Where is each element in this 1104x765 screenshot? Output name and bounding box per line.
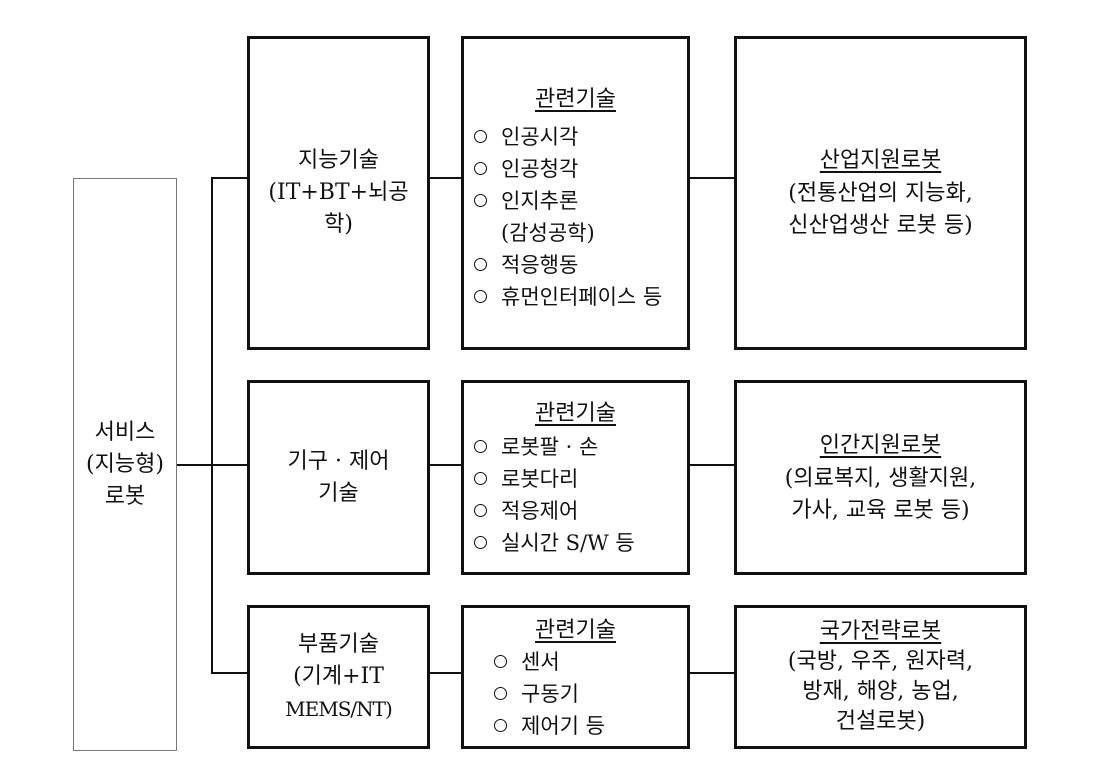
tech-list: 센서 구동기 제어기 등 [494, 646, 687, 742]
tech-item: 로봇팔 · 손 [474, 431, 687, 463]
tech-item-text: 인공시각 [501, 125, 579, 149]
robot-line-2: 가사, 교육 로봇 등) [791, 497, 970, 523]
tech-item: 제어기 등 [494, 710, 687, 742]
circle-bullet-icon [474, 536, 487, 549]
robot-line-1: (국방, 우주, 원자력, [787, 649, 974, 674]
tech-item-text: 제어기 등 [521, 714, 605, 738]
tech-item: 실시간 S/W 등 [474, 527, 687, 559]
tech-item-text: 인공청각 [501, 157, 579, 181]
circle-bullet-icon [474, 162, 487, 175]
connector-row3-category-tech [430, 672, 462, 674]
category-line-1: 부품기술 [298, 632, 379, 657]
category-box-component-tech: 부품기술 (기계+IT MEMS/NT) [247, 605, 430, 749]
connector-row2-tech-robot [690, 464, 735, 466]
circle-bullet-icon [474, 504, 487, 517]
connector-row1-category-tech [430, 177, 462, 179]
connector-trunk-to-row3 [211, 672, 248, 674]
root-line-3: 로봇 [104, 483, 146, 509]
connector-trunk-to-row2 [211, 464, 248, 466]
tech-item: 센서 [494, 646, 687, 678]
connector-trunk-vertical [211, 177, 213, 674]
category-line-3: 학) [324, 212, 353, 237]
circle-bullet-icon [474, 440, 487, 453]
category-line-1: 지능기술 [298, 148, 379, 173]
tech-item: 인공청각 [474, 153, 687, 185]
tech-item: 인지추론 [474, 185, 687, 217]
connector-row3-tech-robot [690, 672, 735, 674]
circle-bullet-icon [494, 687, 507, 700]
circle-bullet-icon [474, 194, 487, 207]
connector-row2-category-tech [430, 464, 462, 466]
robot-line-3: 건설로봇) [835, 709, 926, 734]
tech-item: 구동기 [494, 678, 687, 710]
tech-item-text: (감성공학) [501, 221, 595, 245]
tech-item-text: 인지추론 [501, 189, 579, 213]
tech-box-row3: 관련기술 센서 구동기 제어기 등 [461, 605, 690, 749]
category-line-2: (IT+BT+뇌공 [268, 180, 409, 205]
tech-item-text: 실시간 S/W 등 [501, 531, 635, 555]
circle-bullet-icon [474, 290, 487, 303]
connector-root-to-trunk [177, 464, 212, 466]
robot-title: 산업지원로봇 [819, 148, 942, 173]
circle-bullet-icon [474, 472, 487, 485]
robot-line-1: (의료복지, 생활지원, [784, 465, 977, 491]
circle-bullet-icon [474, 130, 487, 143]
tech-item: (감성공학) [474, 217, 687, 249]
robot-box-human-support: 인간지원로봇 (의료복지, 생활지원, 가사, 교육 로봇 등) [734, 380, 1027, 575]
robot-line-2: 신산업생산 로봇 등) [788, 213, 973, 238]
tech-item-text: 휴먼인터페이스 등 [501, 285, 663, 309]
category-line-1: 기구 · 제어 [287, 448, 390, 474]
tech-title: 관련기술 [535, 87, 616, 112]
circle-bullet-icon [474, 258, 487, 271]
connector-row1-tech-robot [690, 177, 735, 179]
tech-list: 인공시각 인공청각 인지추론 (감성공학) 적응행동 휴먼인터페이스 등 [474, 121, 687, 313]
category-line-2: (기계+IT [293, 664, 384, 689]
root-line-1: 서비스 [94, 419, 156, 445]
root-line-2: (지능형) [86, 451, 164, 477]
category-box-intelligence-tech: 지능기술 (IT+BT+뇌공 학) [247, 36, 430, 350]
tech-item: 인공시각 [474, 121, 687, 153]
tech-item: 로봇다리 [474, 463, 687, 495]
circle-bullet-icon [494, 719, 507, 732]
tech-item-text: 구동기 [521, 682, 579, 706]
tech-item: 휴먼인터페이스 등 [474, 281, 687, 313]
tech-box-row1: 관련기술 인공시각 인공청각 인지추론 (감성공학) 적응행동 휴먼인터페이스 … [461, 36, 690, 350]
robot-line-1: (전통산업의 지능화, [788, 181, 973, 206]
robot-box-industrial-support: 산업지원로봇 (전통산업의 지능화, 신산업생산 로봇 등) [734, 36, 1027, 350]
robot-line-2: 방재, 해양, 농업, [802, 679, 959, 704]
robot-box-national-strategy: 국가전략로봇 (국방, 우주, 원자력, 방재, 해양, 농업, 건설로봇) [734, 605, 1027, 749]
tech-item-text: 센서 [521, 650, 560, 674]
tech-item-text: 로봇다리 [501, 467, 579, 491]
tech-box-row2: 관련기술 로봇팔 · 손 로봇다리 적응제어 실시간 S/W 등 [461, 380, 690, 575]
robot-title: 인간지원로봇 [819, 432, 942, 458]
tech-title: 관련기술 [535, 618, 616, 643]
category-box-mechanism-control: 기구 · 제어 기술 [247, 380, 430, 575]
root-node-service-robot: 서비스 (지능형) 로봇 [73, 178, 177, 751]
category-line-2: 기술 [318, 480, 359, 506]
tech-list: 로봇팔 · 손 로봇다리 적응제어 실시간 S/W 등 [474, 431, 687, 559]
tech-item-text: 적응제어 [501, 499, 579, 523]
tech-item-text: 로봇팔 · 손 [501, 435, 599, 459]
tech-title: 관련기술 [535, 401, 616, 426]
connector-trunk-to-row1 [211, 177, 248, 179]
category-line-3: MEMS/NT) [285, 697, 393, 721]
tech-item: 적응행동 [474, 249, 687, 281]
tech-item: 적응제어 [474, 495, 687, 527]
circle-bullet-icon [494, 655, 507, 668]
robot-title: 국가전략로봇 [819, 619, 942, 644]
tech-item-text: 적응행동 [501, 253, 579, 277]
